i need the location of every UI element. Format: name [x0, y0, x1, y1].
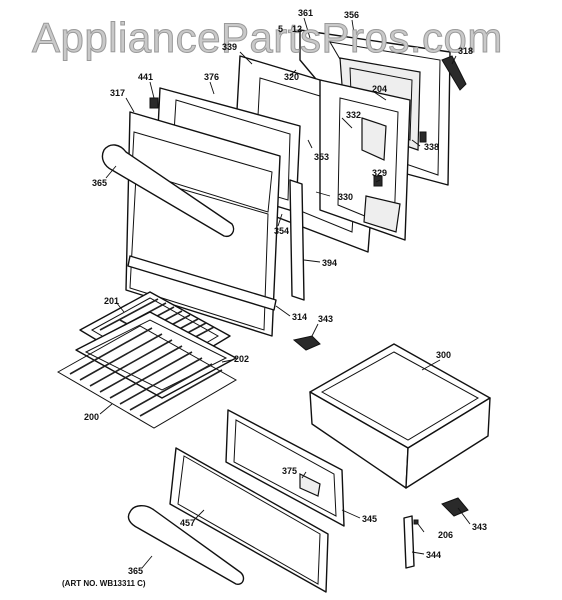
oven-handle-upper	[101, 144, 235, 238]
callout-441: 441	[138, 72, 153, 82]
callout-320: 320	[284, 72, 299, 82]
callout-300: 300	[436, 350, 451, 360]
drawer-front-panel	[225, 409, 345, 527]
callout-329: 329	[372, 168, 387, 178]
side-trim-strip	[289, 179, 305, 301]
storage-drawer	[309, 343, 491, 489]
callout-330: 330	[338, 192, 353, 202]
door-inner-frame	[319, 79, 411, 241]
callout-318: 318	[458, 46, 473, 56]
base-rail	[127, 255, 277, 311]
callout-343-lower: 343	[472, 522, 487, 532]
leader-lines	[99, 17, 471, 569]
oven-rack	[56, 325, 238, 429]
watermark-text: AppliancePartsPros.com	[32, 14, 503, 61]
callout-201: 201	[104, 296, 119, 306]
callout-344: 344	[426, 550, 441, 560]
callout-204: 204	[372, 84, 387, 94]
callout-457: 457	[180, 518, 195, 528]
callout-361: 361	[298, 8, 313, 18]
door-handle-end	[441, 55, 467, 91]
callout-338: 338	[424, 142, 439, 152]
callout-365-upper: 365	[92, 178, 107, 188]
drawer-slide	[403, 515, 419, 569]
door-hinge	[363, 131, 427, 233]
callout-354: 354	[274, 226, 289, 236]
callout-206: 206	[438, 530, 453, 540]
callout-labels: 361 12 356 5 339 318 441 376 320 317 204…	[84, 8, 487, 576]
drawer-face	[169, 447, 329, 593]
callout-353: 353	[314, 152, 329, 162]
callout-376: 376	[204, 72, 219, 82]
clip-lower	[441, 497, 469, 517]
art-number: (ART NO. WB13311 C)	[62, 579, 146, 588]
callout-202: 202	[234, 354, 249, 364]
callout-5: 5	[278, 24, 283, 34]
clip-upper	[292, 335, 321, 351]
callout-356: 356	[344, 10, 359, 20]
drawer-handle-lower	[127, 505, 245, 585]
callout-332: 332	[346, 110, 361, 120]
broiler-pan-bottom	[75, 311, 237, 399]
callout-345: 345	[362, 514, 377, 524]
callout-339: 339	[222, 42, 237, 52]
callout-200: 200	[84, 412, 99, 422]
callout-314: 314	[292, 312, 307, 322]
callout-343-upper: 343	[318, 314, 333, 324]
callout-12: 12	[292, 24, 302, 34]
callout-375: 375	[282, 466, 297, 476]
callout-365-lower: 365	[128, 566, 143, 576]
callout-394: 394	[322, 258, 337, 268]
callout-317: 317	[110, 88, 125, 98]
